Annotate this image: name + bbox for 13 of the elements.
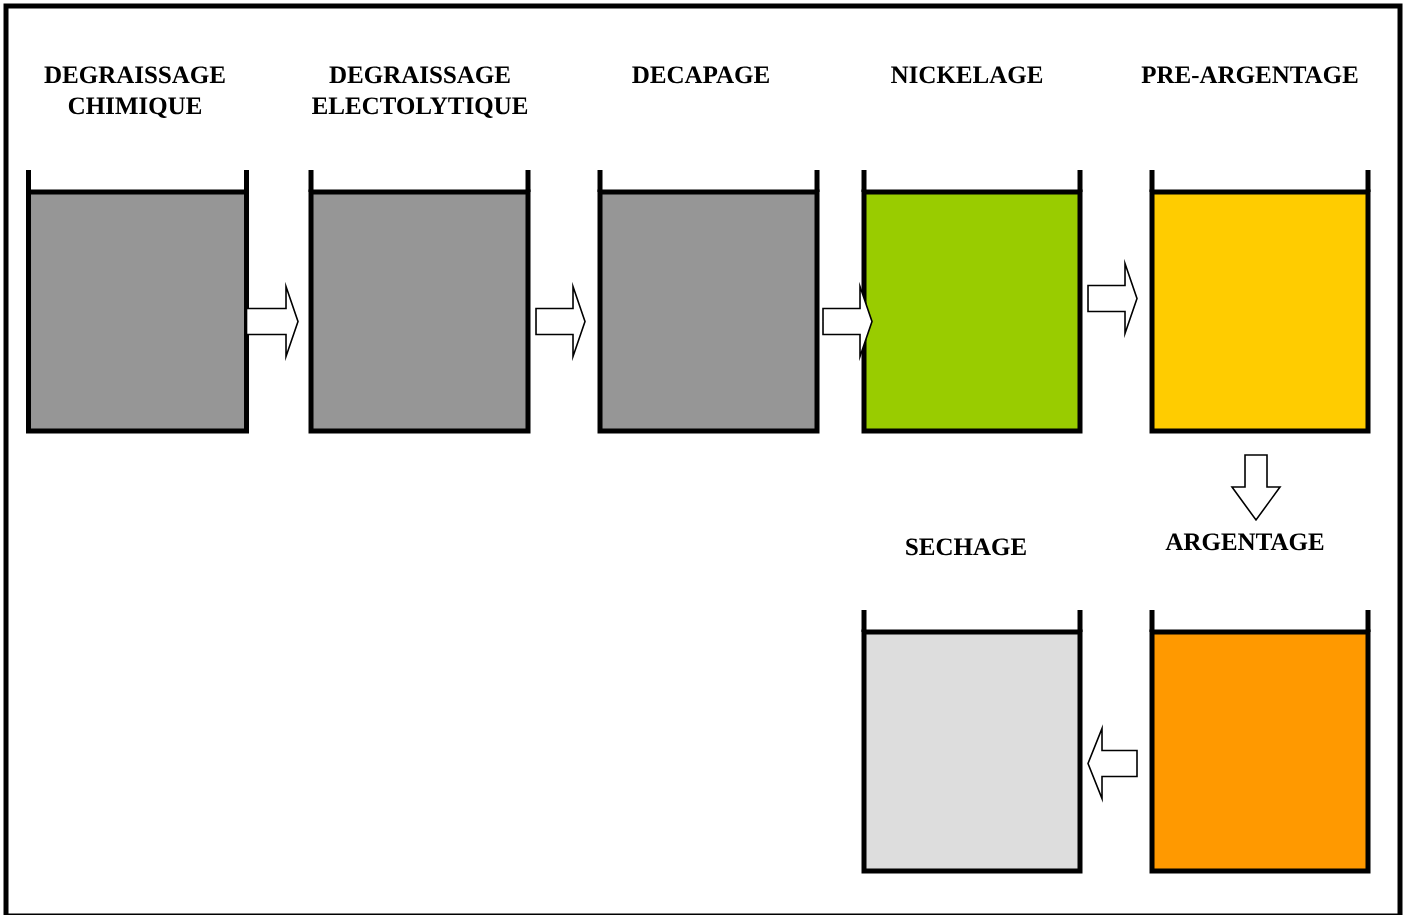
block-arrow xyxy=(1230,454,1282,522)
tank-label: DECAPAGE xyxy=(632,66,769,84)
block-arrow xyxy=(245,281,299,362)
block-arrow xyxy=(1087,258,1138,339)
block-arrow xyxy=(822,281,873,362)
tank-label: PRE-ARGENTAGE xyxy=(1141,66,1358,84)
tank-label: SECHAGE xyxy=(906,538,1026,556)
tank-label: DEGRAISSAGE CHIMIQUE xyxy=(44,66,225,118)
block-arrow xyxy=(1087,724,1138,803)
tank-label: NICKELAGE xyxy=(891,66,1043,84)
block-arrow xyxy=(535,281,586,362)
tank-label: ARGENTAGE xyxy=(1165,533,1324,551)
tank-label: DEGRAISSAGE ELECTOLYTIQUE xyxy=(312,66,528,118)
